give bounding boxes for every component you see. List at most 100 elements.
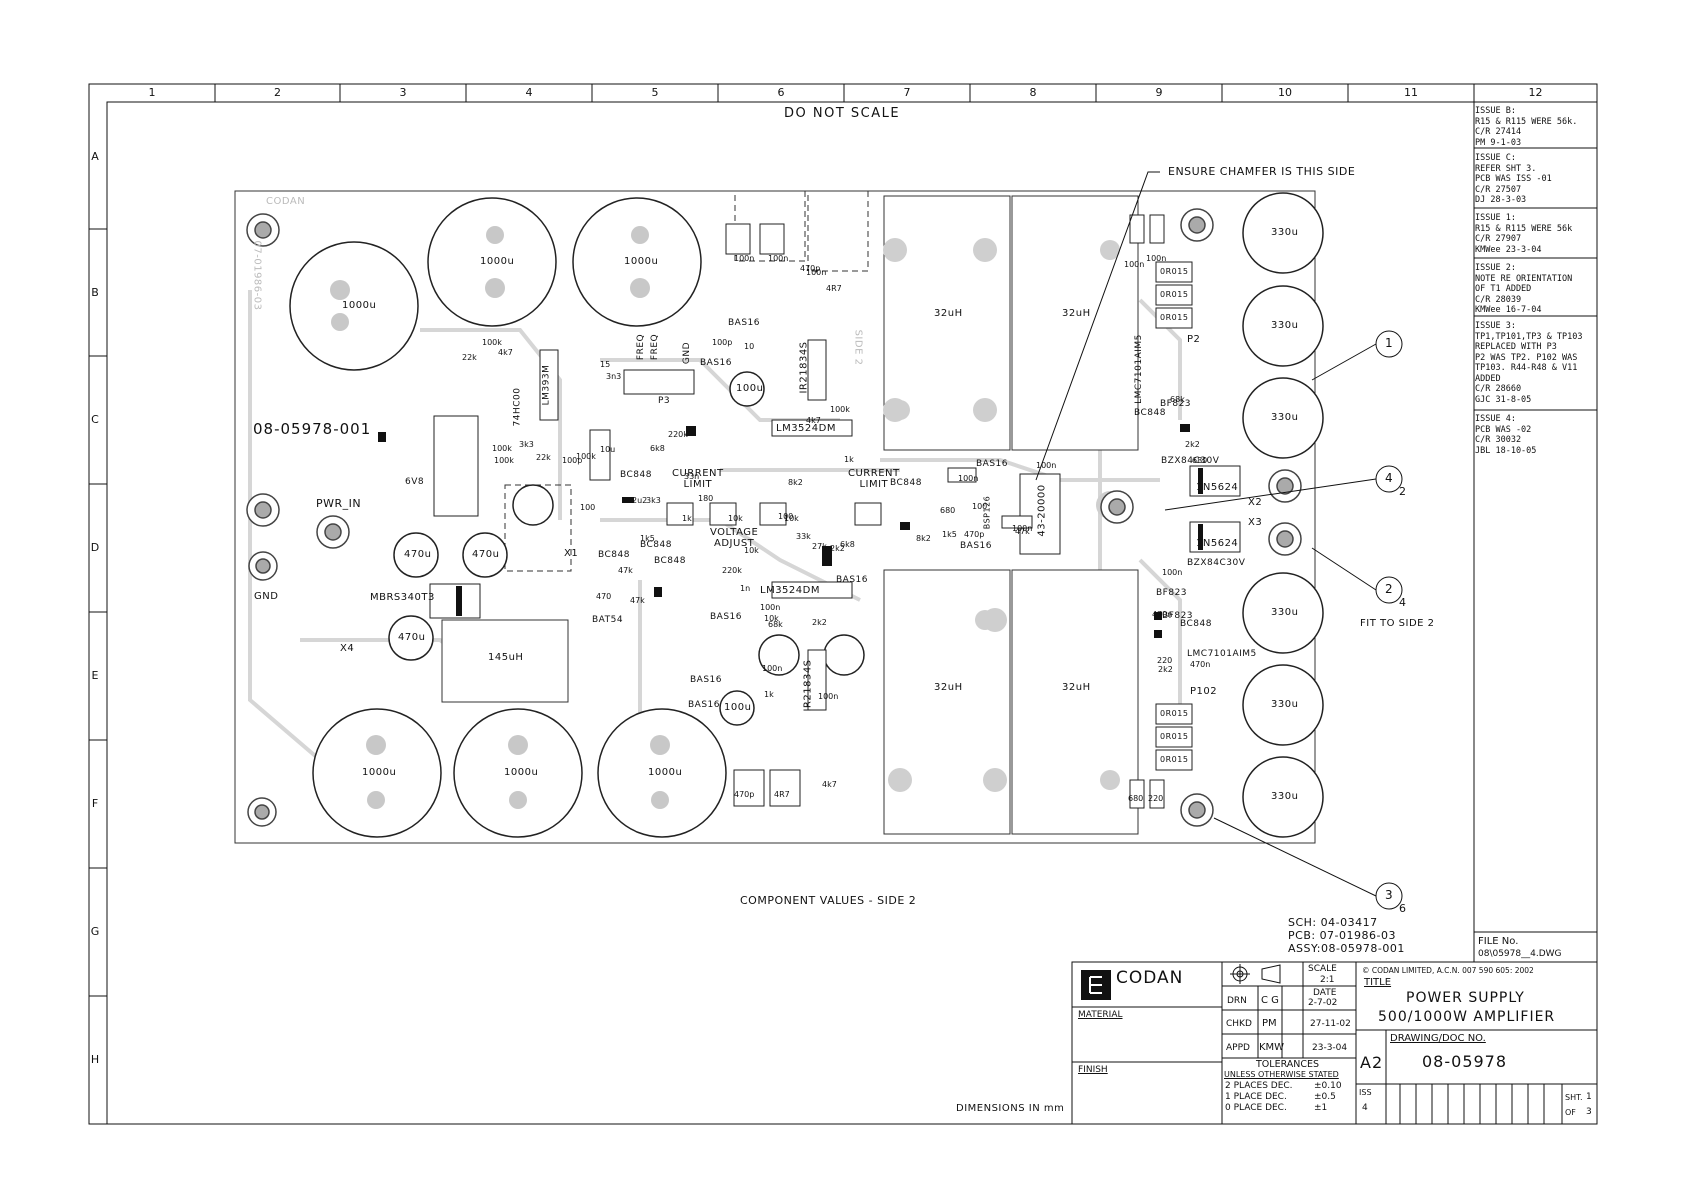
bat54: BAT54	[592, 615, 624, 625]
bas16-2: BAS16	[700, 358, 732, 368]
component-value: 4R7	[826, 284, 842, 293]
component-value: 1k	[682, 514, 692, 523]
file-no: 08\05978__4.DWG	[1478, 949, 1562, 959]
callout-sub-number: 2	[1399, 485, 1407, 498]
doc-no-label: DRAWING/DOC NO.	[1390, 1033, 1486, 1044]
component-value: 1n	[740, 584, 751, 593]
ir2183-2: IR21834S	[802, 659, 814, 712]
cap-470u-1: 470u	[404, 549, 432, 560]
bf823-2: BF823	[1156, 588, 1188, 598]
component-value: 15	[600, 360, 611, 369]
scale-value: 2:1	[1320, 975, 1335, 985]
component-value: 100n	[1146, 254, 1167, 263]
gnd-pin-label: GND	[682, 341, 693, 365]
component-values-note: COMPONENT VALUES - SIDE 2	[740, 894, 917, 907]
component-value: 10u	[600, 445, 616, 454]
bf823-1: BF823	[1160, 399, 1192, 409]
component-value: 10	[744, 342, 755, 351]
component-value: 470n	[1152, 610, 1173, 619]
component-value: 3n3	[606, 372, 622, 381]
bas16-8: BAS16	[688, 700, 720, 710]
chkd-value: PM	[1262, 1018, 1277, 1029]
diode-1n5624-2: 1N5624	[1196, 538, 1239, 549]
bf823-3: BF823	[1162, 611, 1194, 621]
component-value: 680	[1128, 794, 1144, 803]
cap-470u-3: 470u	[398, 632, 426, 643]
copyright: © CODAN LIMITED, A.C.N. 007 590 605: 200…	[1362, 966, 1534, 975]
ind-145uh: 145uH	[488, 652, 524, 663]
appd-date: 23-3-04	[1312, 1043, 1348, 1053]
component-value: 68k	[1170, 395, 1185, 404]
column-number: 8	[1029, 86, 1037, 99]
lmc7101-2: LMC7101AIM5	[1187, 649, 1257, 659]
chamfer-note: ENSURE CHAMFER IS THIS SIDE	[1168, 165, 1356, 178]
bas16-6: BAS16	[710, 612, 742, 622]
drn-label: DRN	[1227, 996, 1247, 1006]
component-value: 4k7	[822, 780, 837, 789]
component-value: 220k	[722, 566, 742, 575]
component-value: 680	[940, 506, 956, 515]
component-value: 10k	[744, 546, 759, 555]
component-value: 3k3	[646, 496, 661, 505]
drawing-title-2: 500/1000W AMPLIFIER	[1378, 1009, 1556, 1025]
component-value: 47k	[1015, 527, 1030, 536]
component-value: 100n	[762, 664, 783, 673]
component-value: 2k2	[1185, 440, 1200, 449]
component-value: 100n	[1124, 260, 1145, 269]
component-value: 2k2	[812, 618, 827, 627]
lm3524-1: LM3524DM	[776, 423, 836, 434]
drn-value: C G	[1261, 995, 1279, 1006]
component-value: 100p	[562, 456, 583, 465]
cap-100u-2: 100u	[724, 702, 752, 713]
component-value: 470p	[800, 264, 821, 273]
cap-330u-5: 330u	[1271, 699, 1299, 710]
cap-330u-6: 330u	[1271, 791, 1299, 802]
ind-32uh-3: 32uH	[934, 682, 963, 693]
callout-number: 4	[1385, 471, 1394, 485]
tolerance-label: 1 PLACE DEC.	[1225, 1092, 1287, 1102]
scale-label: SCALE	[1308, 964, 1337, 974]
bc848-1: BC848	[620, 470, 652, 480]
component-value: 1k	[844, 455, 854, 464]
component-value: 100k	[492, 444, 512, 453]
component-value: 27k	[812, 542, 827, 551]
tolerance-label: 2 PLACES DEC.	[1225, 1081, 1293, 1091]
component-value: 220	[1148, 794, 1164, 803]
r-0r015-6: 0R015	[1160, 755, 1189, 764]
p3-label: P3	[658, 396, 671, 406]
cap-330u-2: 330u	[1271, 320, 1299, 331]
component-value: 180	[698, 494, 714, 503]
bas16-5: BAS16	[836, 575, 868, 585]
board-part-number: 08-05978-001	[253, 420, 372, 438]
lm3524-2: LM3524DM	[760, 585, 820, 596]
cap-470u-2: 470u	[472, 549, 500, 560]
appd-value: KMW	[1259, 1042, 1285, 1053]
appd-label: APPD	[1226, 1043, 1250, 1053]
assy-number: ASSY:08-05978-001	[1288, 942, 1405, 955]
voltage-adjust: VOLTAGE ADJUST	[710, 527, 759, 549]
cap-330u-1: 330u	[1271, 227, 1299, 238]
tolerances-title: TOLERANCES	[1256, 1059, 1320, 1070]
component-value: 470n	[1190, 660, 1211, 669]
component-value: 2u2	[632, 496, 648, 505]
component-value: 100	[972, 502, 988, 511]
revision-4: ISSUE 4: PCB WAS -02 C/R 30032 JBL 18-10…	[1475, 414, 1537, 456]
ir2183-1: IR21834S	[798, 341, 810, 394]
sht-value: 1	[1586, 1092, 1592, 1102]
bsp-label: BSP126	[982, 495, 992, 530]
projection-symbol	[1230, 964, 1281, 984]
callout-sub-number: 6	[1399, 902, 1407, 915]
r-0r015-3: 0R015	[1160, 313, 1189, 322]
column-number: 7	[903, 86, 911, 99]
ind-32uh-4: 32uH	[1062, 682, 1091, 693]
component-value: 470p	[734, 790, 755, 799]
bc848-3: BC848	[598, 550, 630, 560]
codan-logo-mark	[1081, 970, 1111, 1000]
row-letter: F	[91, 797, 99, 810]
revision-2: ISSUE 2: NOTE RE ORIENTATION OF T1 ADDED…	[1475, 263, 1573, 315]
component-value: 6k8	[650, 444, 665, 453]
component-value: 100	[580, 503, 596, 512]
lm393: LM393M	[541, 364, 552, 406]
finish-label: FINISH	[1078, 1065, 1108, 1075]
